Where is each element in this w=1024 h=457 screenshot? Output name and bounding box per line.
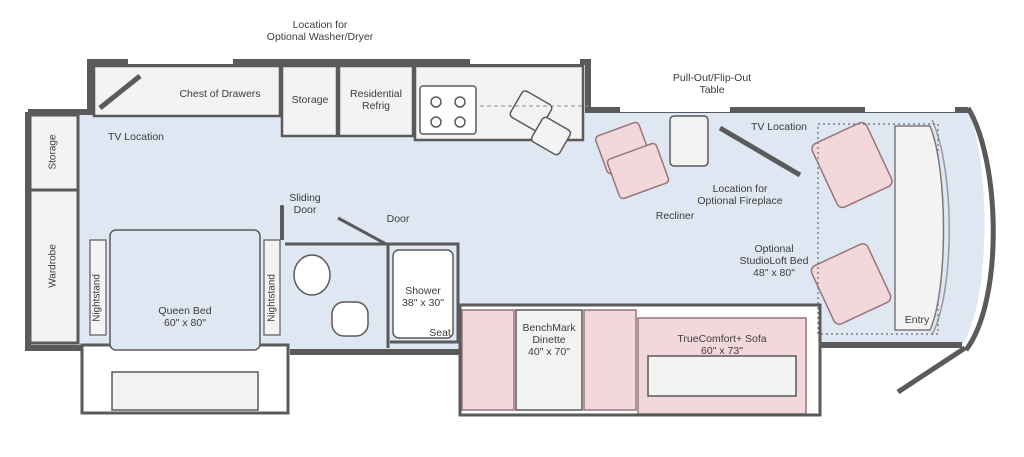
recliner-label: Recliner (655, 210, 695, 222)
front-cap (964, 106, 996, 352)
slideout-box (458, 303, 822, 417)
dinette-shape (461, 309, 637, 411)
bath-door-shape (337, 216, 387, 246)
left-closets (28, 113, 80, 345)
wardrobe-label: Wardrobe (47, 244, 59, 288)
dash-panel (894, 125, 945, 331)
seat-label: Seat (429, 327, 451, 339)
tv-right-shape (718, 125, 802, 178)
tv-left-shape (98, 74, 142, 110)
nightstand-right-label: Nightstand (266, 274, 278, 322)
storage-top-label: Storage (291, 94, 329, 106)
kitchen-sink (419, 85, 477, 135)
sofa-shape (637, 317, 807, 415)
cockpit-seats (810, 121, 893, 325)
nightstand-left-label: Nightstand (91, 274, 103, 322)
chest-of-drawers-label: Chest of Drawers (179, 88, 261, 100)
tv-location-right-label: TV Location (750, 121, 808, 133)
kitchen-stools (509, 90, 572, 156)
door-label: Door (386, 213, 410, 225)
queen-bed-shape (109, 229, 261, 351)
pullout-table-shape (669, 115, 709, 167)
entry-label: Entry (904, 314, 930, 326)
bath-fixtures (293, 249, 454, 339)
front-cap-inner (931, 119, 950, 336)
recliners (594, 121, 670, 200)
tv-location-left-label: TV Location (107, 131, 165, 143)
entry-door (896, 345, 967, 395)
storage-left-label: Storage (47, 134, 59, 170)
